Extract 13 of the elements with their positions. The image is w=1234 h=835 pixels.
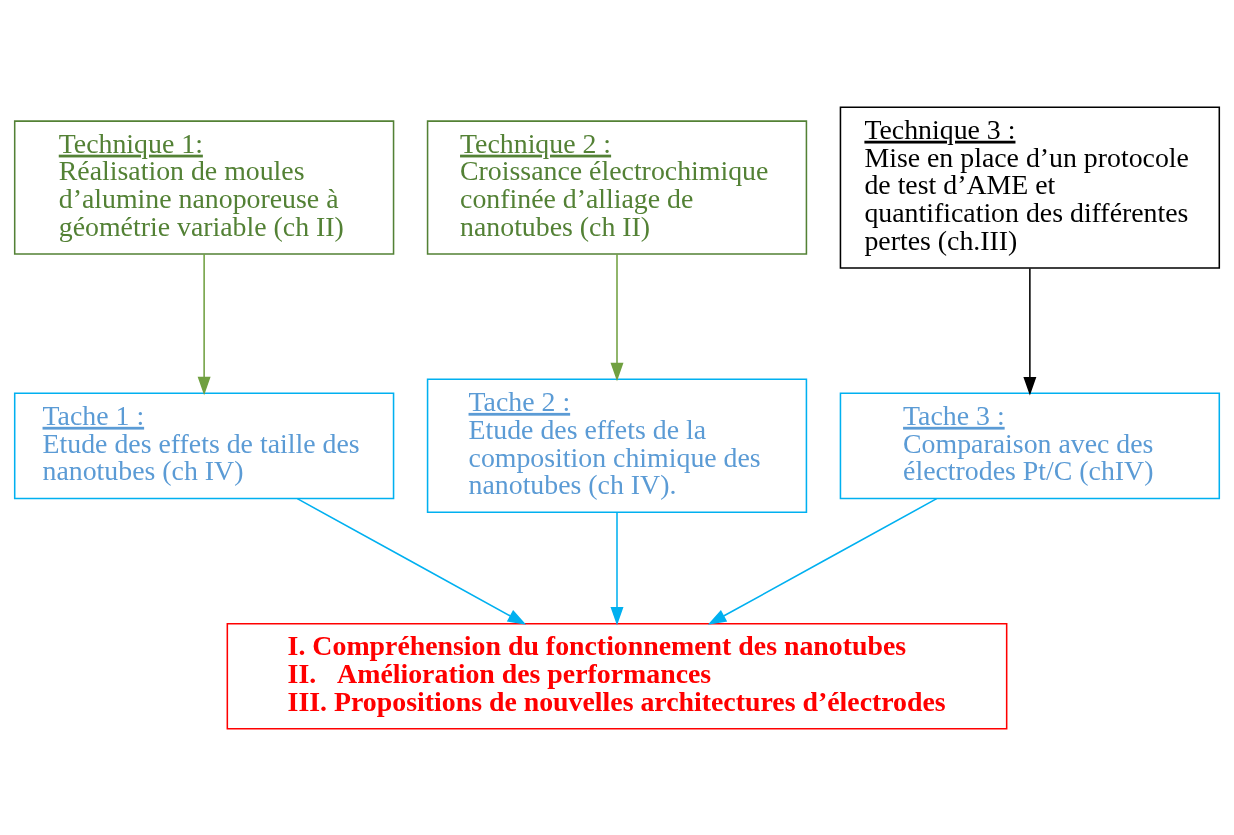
arrow <box>296 497 527 625</box>
arrow <box>707 497 938 625</box>
node-box: Technique 1: Réalisation de moules d’alumine nanoporeuse à géométrie variable (ch II) <box>13 119 395 255</box>
node-box: Tache 2 : Etude des effets de la composition chimique des nanotubes (ch IV). <box>426 378 808 513</box>
arrow <box>1023 267 1037 395</box>
arrow <box>610 252 624 381</box>
node-box: Tache 1 : Etude des effets de taille des nanotubes (ch IV) <box>13 392 395 499</box>
node-box: I. Compréhension du fonctionnement des nanotubes II. Amélioration des performances III. Propositions de nouvelles architectures d’électrodes <box>226 622 1008 730</box>
node-box: Technique 3 : Mise en place d’un protocole de test d’AME et quantification des différentes pertes (ch.III) <box>839 105 1221 269</box>
node-box: Technique 2 : Croissance électrochimique confinée d’alliage de nanotubes (ch II) <box>426 119 808 255</box>
arrow <box>197 252 211 395</box>
arrow <box>610 511 624 626</box>
node-box: Tache 3 : Comparaison avec des électrodes Pt/C (chIV) <box>839 392 1221 499</box>
